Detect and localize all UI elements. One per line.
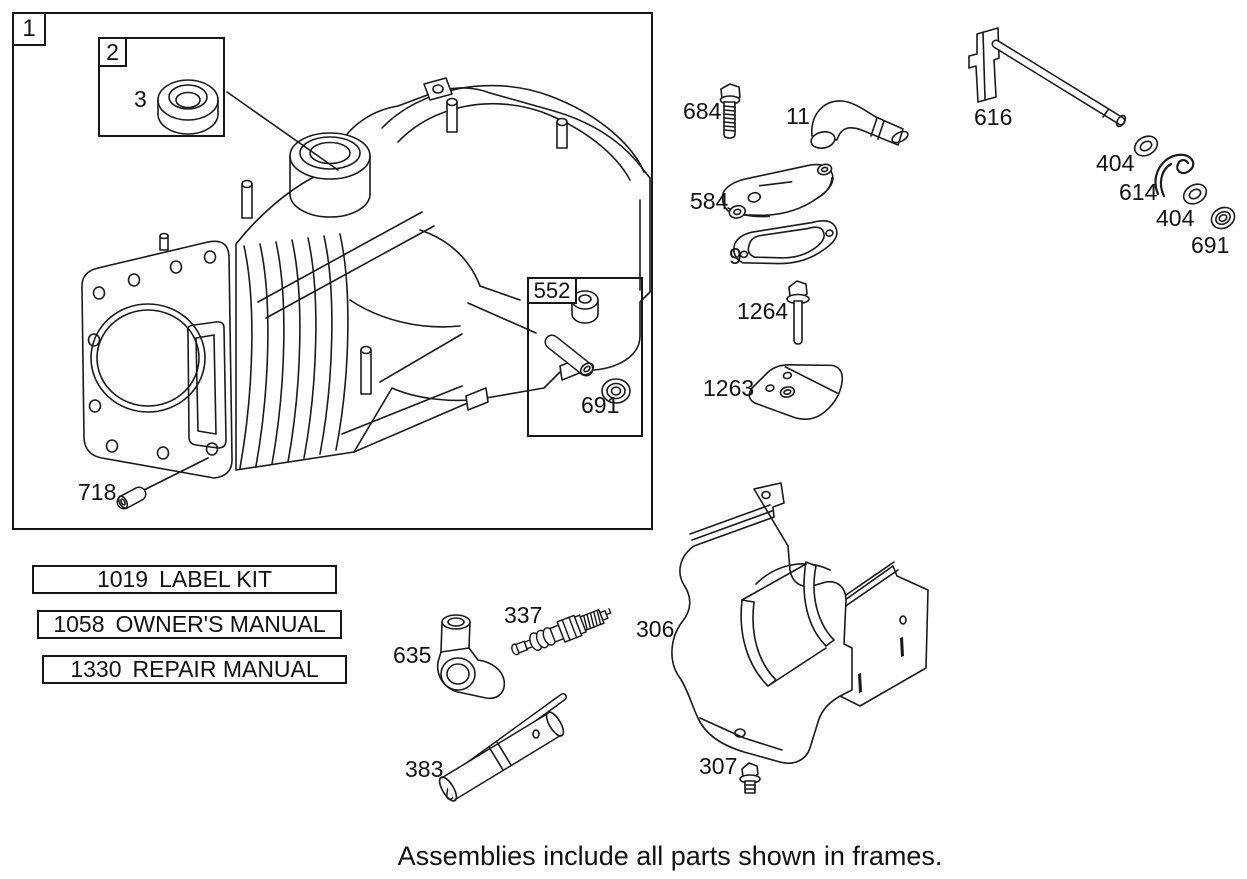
callout-307: 307: [699, 753, 738, 779]
diagram-caption: Assemblies include all parts shown in fr…: [397, 841, 943, 871]
repair-manual-name: REPAIR MANUAL: [132, 656, 319, 682]
label-kit-box: 1019 LABEL KIT: [32, 565, 337, 594]
label-kit-number: 1019: [96, 566, 149, 592]
callout-404-lower: 404: [1156, 205, 1195, 231]
hex-flange-bolt-drawing: [786, 280, 810, 345]
cooling-fins: [239, 233, 349, 469]
callout-9: 9: [729, 243, 742, 269]
mounting-flange: [81, 232, 233, 479]
elbow-fitting-drawing: [436, 614, 506, 700]
callout-404-upper: 404: [1096, 150, 1135, 176]
oil-seal-part-drawing: [157, 79, 219, 135]
frame-2: [98, 37, 225, 137]
frame-1-number: 1: [22, 15, 36, 42]
cotter-clip-drawing: [1154, 153, 1195, 198]
callout-11: 11: [786, 103, 810, 129]
leader-lines: [139, 91, 537, 493]
oil-seal-boss: [289, 132, 371, 218]
grommet-right-drawing: [1210, 206, 1236, 230]
callout-1263: 1263: [703, 375, 755, 401]
washer-lower-drawing: [1182, 183, 1208, 205]
callout-635: 635: [393, 642, 432, 668]
frame-552-number: 552: [533, 277, 571, 303]
label-kit-name: LABEL KIT: [159, 566, 273, 592]
owners-manual-box: 1058 OWNER'S MANUAL: [37, 610, 342, 639]
frame-1-label: 1: [12, 12, 46, 46]
cylinder-shield-drawing: [671, 482, 929, 764]
crankcase-studs: [241, 97, 568, 395]
breather-gasket-drawing: [733, 220, 838, 265]
callout-614: 614: [1119, 179, 1158, 205]
frame-2-label: 2: [98, 37, 127, 67]
breather-screw-drawing: [719, 83, 741, 139]
breather-cover-drawing: [721, 163, 834, 219]
baffle-plate-drawing: [748, 364, 844, 420]
callout-1264: 1264: [737, 298, 789, 324]
owners-manual-number: 1058: [53, 611, 105, 637]
callout-306: 306: [636, 616, 675, 642]
grommet-drawing: [601, 378, 631, 404]
repair-manual-number: 1330: [70, 656, 122, 682]
spark-plug-drawing: [511, 607, 612, 656]
frame-552-label: 552: [527, 277, 577, 304]
frame-2-number: 2: [106, 38, 119, 65]
callout-3: 3: [134, 86, 147, 112]
callout-718: 718: [78, 479, 117, 505]
callout-383: 383: [405, 756, 444, 782]
callout-337: 337: [504, 602, 543, 628]
hex-screw-drawing: [739, 762, 761, 794]
dipstick-rod-drawing: [968, 27, 1127, 128]
washer-upper-drawing: [1133, 135, 1159, 157]
frame-552: [527, 277, 643, 437]
repair-manual-box: 1330 REPAIR MANUAL: [42, 655, 347, 684]
callout-584: 584: [690, 188, 729, 214]
owners-manual-name: OWNER'S MANUAL: [115, 611, 326, 637]
callout-691-frame552: 691: [581, 392, 620, 418]
spark-plug-wrench-drawing: [438, 693, 567, 802]
frame-1: [12, 12, 653, 530]
callout-684: 684: [683, 98, 722, 124]
callout-691-right: 691: [1191, 232, 1230, 258]
frame-552-contents: [544, 334, 631, 404]
dowel-pin-drawing: [116, 486, 147, 510]
callout-616: 616: [974, 104, 1013, 130]
cylinder-assembly-drawing: [81, 77, 651, 510]
breather-tube-drawing: [810, 100, 909, 150]
